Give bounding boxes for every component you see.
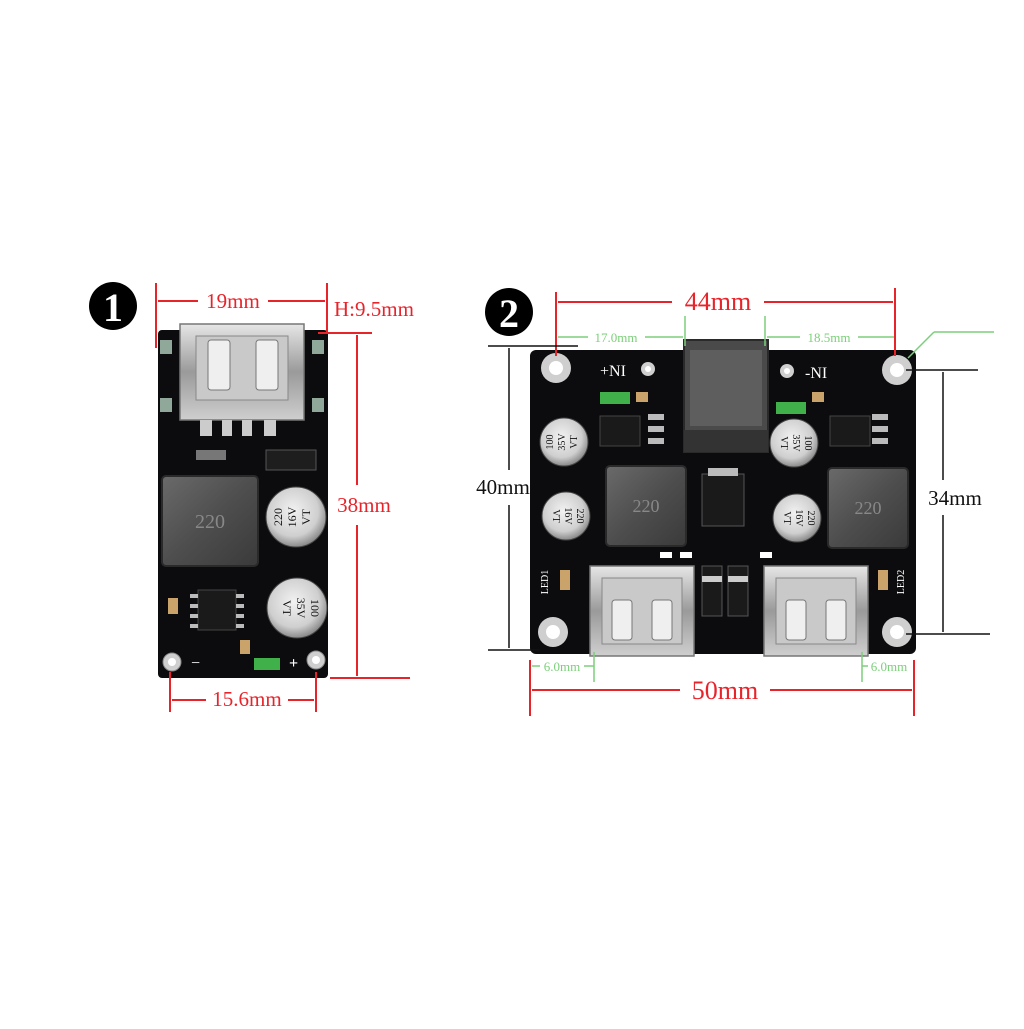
svg-text:100: 100 bbox=[545, 435, 556, 450]
board-1: 220 220 16V VT 100 35V VT bbox=[158, 323, 328, 678]
board-1-capacitor-upper: 220 16V VT bbox=[265, 486, 327, 548]
svg-text:35V: 35V bbox=[557, 433, 568, 451]
board-2-dim-hole-spacing-y: 34mm bbox=[928, 486, 982, 510]
board-1-dim-width: 19mm bbox=[206, 289, 260, 313]
board-1-usb-port bbox=[179, 323, 305, 436]
board-1-pin-minus: − bbox=[191, 655, 200, 672]
board-1-dim-hole-spacing: 15.6mm bbox=[212, 687, 281, 711]
board-2-dim-edge-left: 6.0mm bbox=[544, 659, 580, 674]
board-2-usb-port-right bbox=[763, 565, 869, 657]
board-1-inductor-marking: 220 bbox=[195, 511, 225, 533]
board-2-capacitor-top-right: 100 35V VT bbox=[769, 418, 819, 468]
board-1-dim-length: 38mm bbox=[337, 493, 391, 517]
svg-text:100: 100 bbox=[802, 436, 813, 451]
svg-text:220: 220 bbox=[855, 498, 882, 518]
svg-text:220: 220 bbox=[805, 511, 816, 526]
board-1-ic bbox=[190, 589, 244, 631]
board-1-inductor: 220 bbox=[161, 475, 259, 567]
board-2-capacitor-mid-right: 220 16V VT bbox=[772, 493, 822, 543]
board-2-silk-in-plus: +NI bbox=[600, 363, 626, 380]
badge-1: 1 bbox=[89, 282, 137, 330]
board-1-dimensions bbox=[155, 283, 410, 712]
board-2-inductor-left: 220 bbox=[605, 465, 687, 547]
svg-text:100: 100 bbox=[308, 599, 322, 617]
board-2-dimensions-red bbox=[529, 288, 915, 716]
badge-2-number: 2 bbox=[499, 291, 519, 336]
board-2-capacitor-mid-left: 220 16V VT bbox=[541, 491, 591, 541]
svg-text:220: 220 bbox=[271, 508, 285, 526]
board-1-pin-plus: + bbox=[289, 655, 298, 672]
svg-text:16V: 16V bbox=[562, 507, 573, 525]
board-2-dim-left-offset: 17.0mm bbox=[595, 330, 638, 345]
board-2-usb-port-left bbox=[589, 565, 695, 657]
svg-text:35V: 35V bbox=[790, 434, 801, 452]
board-2: +NI -NI 100 35V VT 100 bbox=[530, 339, 916, 657]
board-2-dimensions-green bbox=[532, 316, 994, 682]
svg-text:220: 220 bbox=[633, 496, 660, 516]
svg-text:VT: VT bbox=[299, 508, 313, 525]
svg-text:VT: VT bbox=[550, 509, 561, 522]
board-2-inductor-right: 220 bbox=[827, 467, 909, 549]
board-2-silk-led2: LED2 bbox=[896, 570, 907, 594]
badge-1-number: 1 bbox=[103, 285, 123, 330]
board-1-capacitor-lower: 100 35V VT bbox=[266, 577, 328, 639]
svg-text:VT: VT bbox=[778, 436, 789, 449]
svg-text:VT: VT bbox=[280, 600, 294, 617]
board-2-capacitor-top-left: 100 35V VT bbox=[539, 417, 589, 467]
board-2-dim-right-offset: 18.5mm bbox=[808, 330, 851, 345]
board-2-silk-in-minus: -NI bbox=[805, 365, 827, 382]
board-1-dim-height-component: H:9.5mm bbox=[334, 297, 414, 321]
board-2-dim-width: 50mm bbox=[692, 676, 758, 705]
svg-text:35V: 35V bbox=[294, 598, 308, 619]
svg-text:16V: 16V bbox=[285, 506, 299, 527]
board-2-silk-led1: LED1 bbox=[540, 570, 551, 594]
board-2-dim-height: 40mm bbox=[476, 475, 530, 499]
svg-text:VT: VT bbox=[569, 435, 580, 448]
board-2-dim-edge-right: 6.0mm bbox=[871, 659, 907, 674]
svg-text:220: 220 bbox=[574, 509, 585, 524]
board-2-dimensions-black bbox=[488, 345, 990, 651]
board-2-dim-hole-spacing-x: 44mm bbox=[685, 287, 751, 316]
board-2-input-connector bbox=[683, 339, 769, 453]
badge-2: 2 bbox=[485, 288, 533, 336]
svg-text:16V: 16V bbox=[793, 509, 804, 527]
svg-text:VT: VT bbox=[781, 511, 792, 524]
